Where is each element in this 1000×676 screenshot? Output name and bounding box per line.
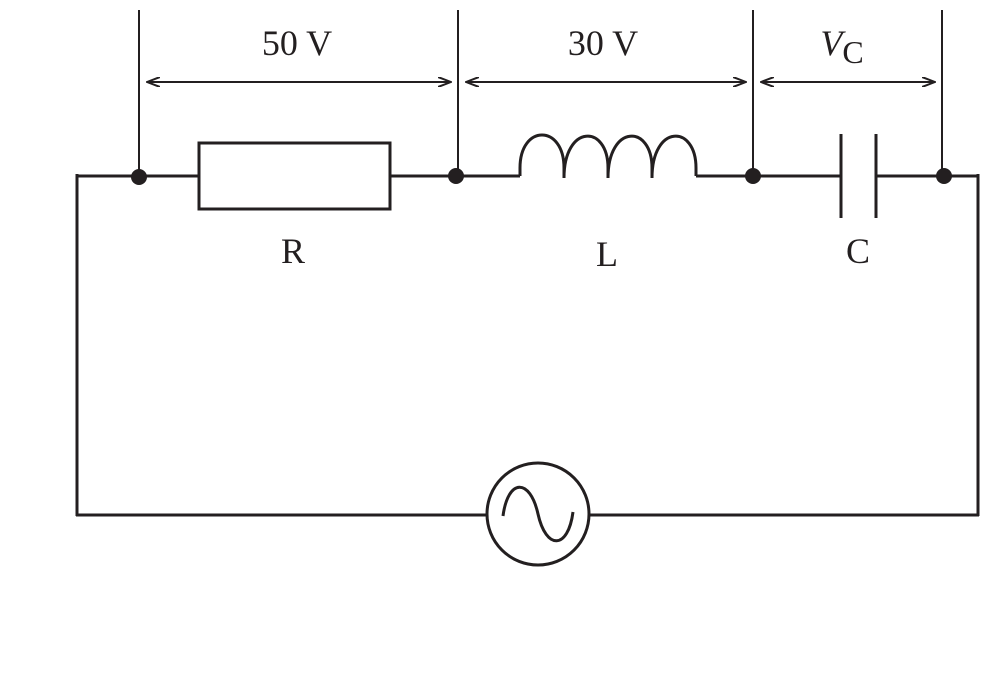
capacitor-voltage-subscript: C [842,34,863,70]
voltage-reference-lines [138,10,943,176]
capacitor-voltage-label: VC [820,23,863,70]
capacitor-symbol [839,134,878,218]
junction-node [745,168,761,184]
junction-node [448,168,464,184]
resistor-label: R [281,231,305,271]
inductor-symbol [518,133,698,179]
junction-node [936,168,952,184]
inductor-label: L [596,234,618,274]
ac-source-icon [485,461,591,567]
inductor-voltage-label: 30 V [568,23,638,63]
resistor-voltage-label: 50 V [262,23,332,63]
capacitor-label: C [846,231,870,271]
junction-node [131,169,147,185]
capacitor-voltage-symbol: V [820,23,846,63]
resistor-symbol [197,141,392,211]
junction-nodes [131,168,952,185]
